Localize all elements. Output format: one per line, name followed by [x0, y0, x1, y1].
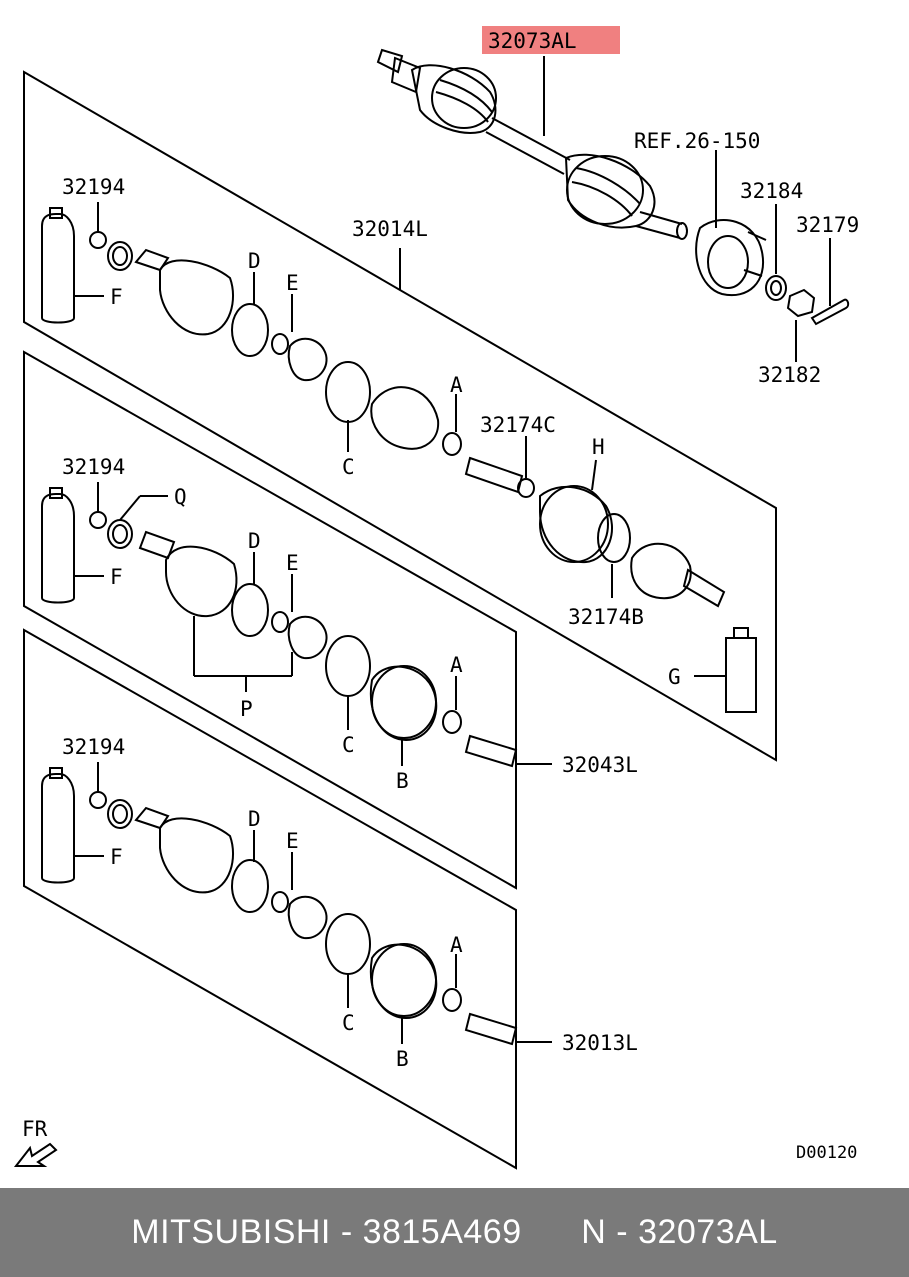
label-H: H — [592, 435, 605, 459]
label-D: D — [248, 807, 261, 831]
label-C: C — [342, 1011, 355, 1035]
label-G: G — [668, 665, 681, 689]
label-C: C — [342, 733, 355, 757]
label-D: D — [248, 249, 261, 273]
label-B: B — [396, 769, 409, 793]
label-E: E — [286, 829, 299, 853]
label-C: C — [342, 455, 355, 479]
label-F: F — [110, 285, 123, 309]
footer-part-text: MITSUBISHI - 3815A469 N - 32073AL — [131, 1213, 778, 1251]
label-E: E — [286, 551, 299, 575]
label-Q: Q — [174, 485, 187, 509]
label-32194: 32194 — [62, 455, 125, 479]
label-A: A — [450, 653, 463, 677]
cotter-pin-32179 — [810, 298, 850, 326]
label-32073AL: 32073AL — [488, 29, 577, 53]
highlight-box — [482, 26, 620, 54]
panel-32013L — [23, 628, 517, 1170]
panel-32043L — [23, 350, 517, 890]
panel-32014L — [23, 70, 777, 762]
label-32194: 32194 — [62, 175, 125, 199]
front-arrow-icon — [13, 1142, 58, 1167]
hub-ref — [695, 150, 767, 297]
label-E: E — [286, 271, 299, 295]
label-32013L: 32013L — [562, 1031, 638, 1055]
label-32179: 32179 — [796, 213, 859, 237]
washer-32184 — [765, 275, 787, 301]
label-32174B: 32174B — [568, 605, 644, 629]
parts-diagram: 32073AL REF.26-150 32184 32179 32182 320… — [13, 26, 859, 1170]
panel2-parts — [41, 482, 552, 768]
drive-shaft-assembly — [376, 48, 688, 240]
nut-32182 — [786, 288, 816, 318]
label-32194: 32194 — [62, 735, 125, 759]
label-32043L: 32043L — [562, 753, 638, 777]
panel1-parts — [41, 202, 757, 713]
label-B: B — [396, 1047, 409, 1071]
label-A: A — [450, 933, 463, 957]
label-P: P — [240, 697, 253, 721]
label-ref: REF.26-150 — [634, 129, 760, 153]
label-D: D — [248, 529, 261, 553]
label-fr: FR — [22, 1117, 48, 1141]
label-F: F — [110, 845, 123, 869]
label-A: A — [450, 373, 463, 397]
label-32184: 32184 — [740, 179, 803, 203]
panel3-parts — [41, 762, 552, 1046]
label-32014L: 32014L — [352, 217, 428, 241]
label-F: F — [110, 565, 123, 589]
label-32174C: 32174C — [480, 413, 556, 437]
label-32182: 32182 — [758, 363, 821, 387]
diagram-code: D00120 — [796, 1143, 857, 1163]
footer-bar: MITSUBISHI - 3815A469 N - 32073AL — [0, 1188, 909, 1277]
